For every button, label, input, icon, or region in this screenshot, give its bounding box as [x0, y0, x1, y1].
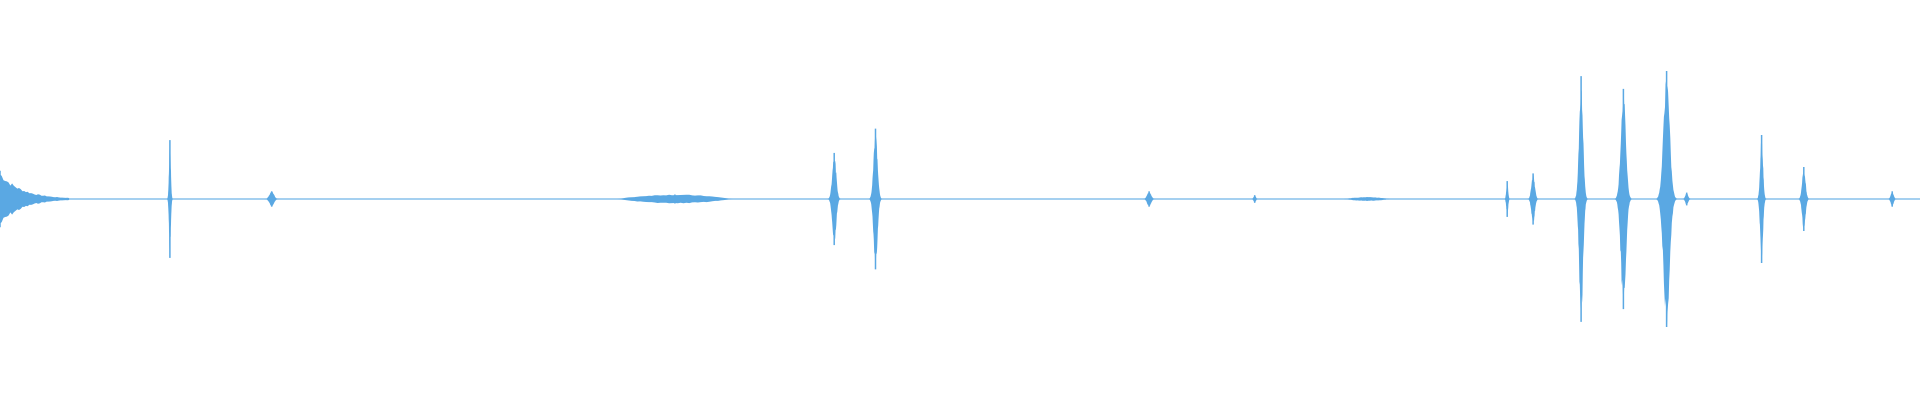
waveform-peaks [0, 71, 1897, 327]
waveform-peak [0, 174, 70, 224]
